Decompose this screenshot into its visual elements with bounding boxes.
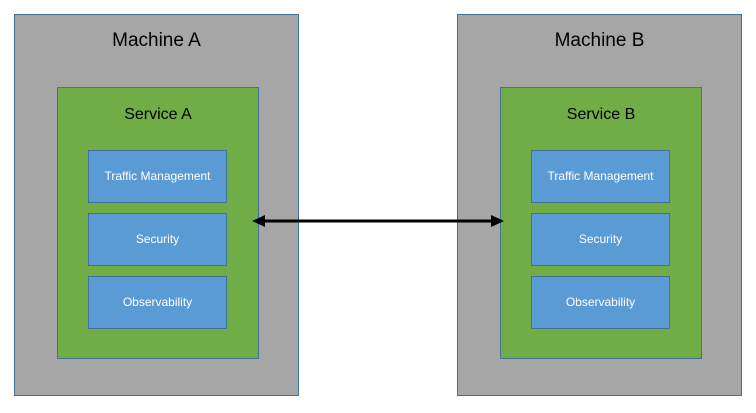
machine-b-title: Machine B — [554, 30, 645, 51]
capability-box-security-b[interactable]: Security — [531, 213, 670, 266]
machine-a-container[interactable]: Machine A Service A Traffic Management S… — [14, 14, 299, 396]
capability-box-traffic-management-b[interactable]: Traffic Management — [531, 150, 670, 203]
capability-box-traffic-management-a[interactable]: Traffic Management — [88, 150, 227, 203]
capability-box-observability-a[interactable]: Observability — [88, 276, 227, 329]
capability-label: Traffic Management — [547, 169, 654, 183]
capability-label: Observability — [122, 295, 193, 309]
bidirectional-arrow-icon[interactable] — [252, 205, 504, 237]
service-b-container[interactable]: Service B Traffic Management Security Ob… — [500, 87, 702, 359]
capability-label: Security — [135, 232, 180, 246]
service-a-container[interactable]: Service A Traffic Management Security Ob… — [57, 87, 259, 359]
service-b-title: Service B — [566, 106, 636, 123]
machine-b-container[interactable]: Machine B Service B Traffic Management S… — [457, 14, 742, 396]
capability-label: Security — [578, 232, 623, 246]
arrowhead-right-icon — [491, 215, 504, 227]
capability-label: Traffic Management — [104, 169, 211, 183]
service-a-title: Service A — [124, 106, 192, 123]
arrowhead-left-icon — [252, 215, 265, 227]
capability-box-observability-b[interactable]: Observability — [531, 276, 670, 329]
capability-label: Observability — [565, 295, 636, 309]
capability-box-security-a[interactable]: Security — [88, 213, 227, 266]
machine-a-title: Machine A — [112, 30, 201, 51]
